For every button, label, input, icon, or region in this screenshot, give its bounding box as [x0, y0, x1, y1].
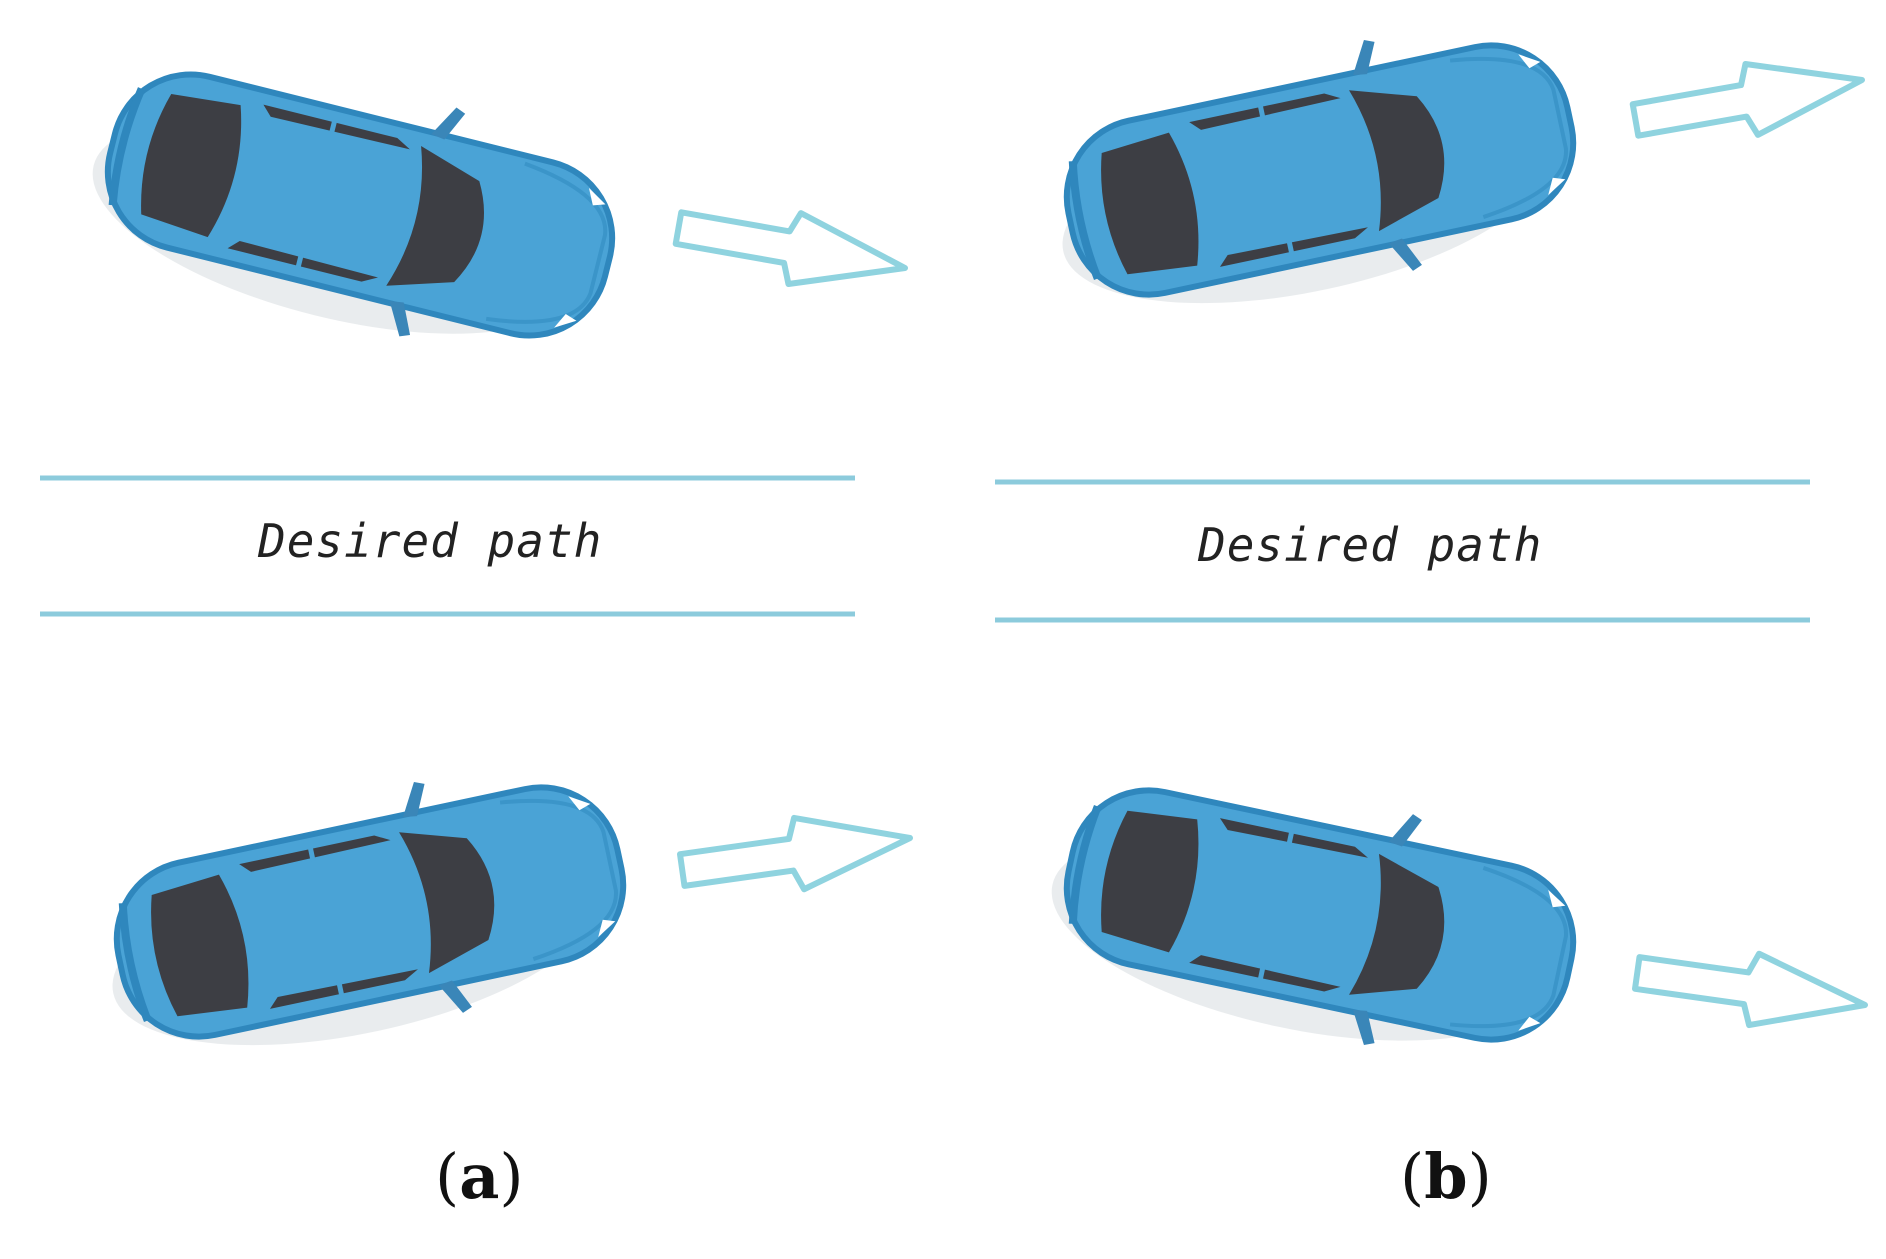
panel-label-b: (b) — [1400, 1140, 1492, 1213]
car-icon — [1033, 2, 1594, 342]
direction-arrow-icon — [677, 802, 915, 905]
path-label: Desired path — [1197, 518, 1542, 572]
panel-label-a: (a) — [435, 1140, 524, 1213]
direction-arrow-icon — [672, 193, 911, 304]
car-icon — [1033, 744, 1594, 1084]
direction-arrow-icon — [1632, 937, 1870, 1040]
car-icon — [83, 744, 644, 1084]
panel-b: Desired path (b) — [995, 2, 1870, 1213]
car-icon — [71, 26, 636, 382]
panel-a: Desired path (a) — [40, 26, 915, 1213]
path-label: Desired path — [257, 514, 602, 568]
direction-arrow-icon — [1629, 45, 1868, 156]
